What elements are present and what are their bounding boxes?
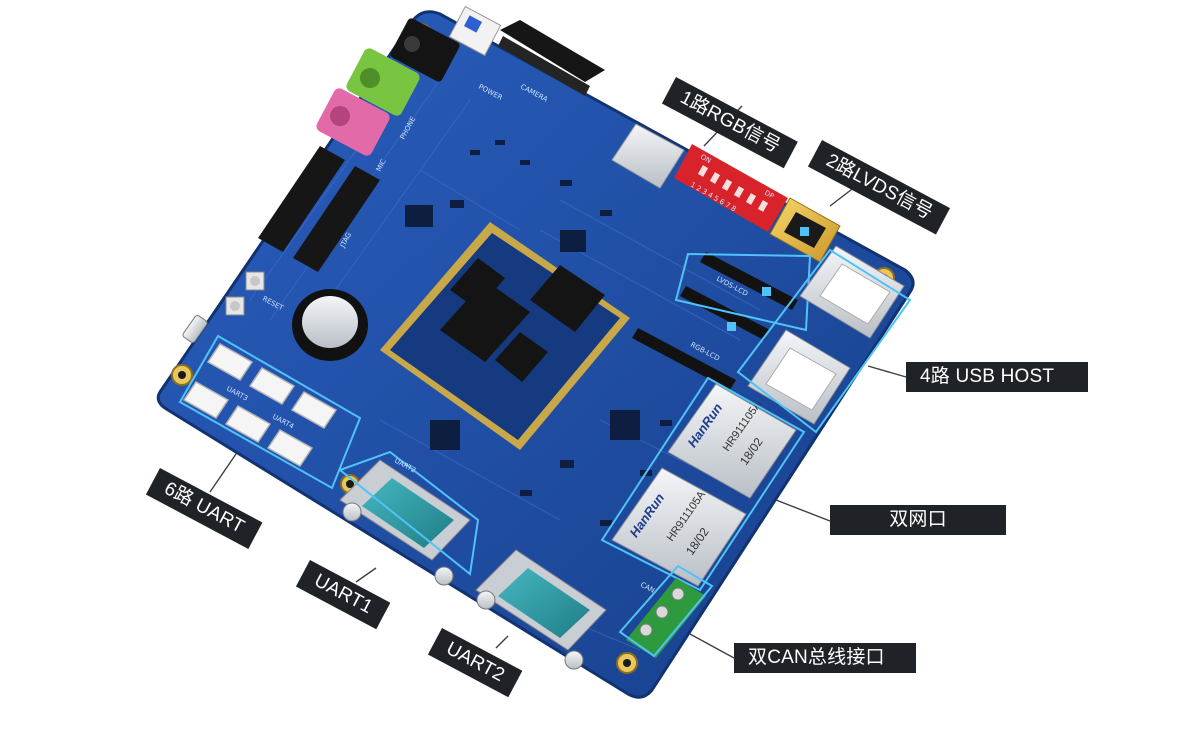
db9-uart2: [475, 549, 607, 670]
callout-eth: 双网口: [830, 505, 1006, 535]
sd-card-slot: [611, 123, 685, 189]
micro-usb-port: [182, 315, 208, 343]
power-switch: [448, 5, 502, 57]
reset-buttons: [225, 271, 265, 316]
uart-highlight-frame: [178, 334, 362, 490]
can-terminal-block: [626, 578, 706, 658]
power-jack: [390, 18, 460, 82]
jtag-headers: [258, 146, 380, 272]
audio-jack-pink: [316, 88, 390, 156]
lcd-fpc-connectors: [632, 252, 798, 390]
can-highlight-frame: [618, 564, 714, 658]
uart-connectors: [182, 343, 338, 467]
lvds-highlight-frame: [674, 252, 812, 332]
callout-can: 双CAN总线接口: [734, 643, 916, 673]
audio-jack-green: [346, 48, 420, 116]
dip-switch: [674, 144, 788, 232]
svg-text:DP: DP: [763, 189, 775, 201]
marker-square: [762, 287, 771, 296]
marker-square: [800, 227, 809, 236]
camera-header: [498, 20, 605, 96]
db9-highlight-frame: [337, 450, 480, 576]
db9-uart1: [339, 459, 471, 586]
ethernet-highlight-frame: [600, 376, 806, 592]
usb-highlight-frame: [736, 248, 912, 434]
ethernet-port-1: HanRun HR911105A 18/02: [667, 383, 797, 499]
coin-battery: [292, 289, 368, 361]
marker-square: [727, 322, 736, 331]
callout-usb: 4路 USB HOST: [906, 362, 1088, 392]
core-module: [380, 222, 630, 450]
